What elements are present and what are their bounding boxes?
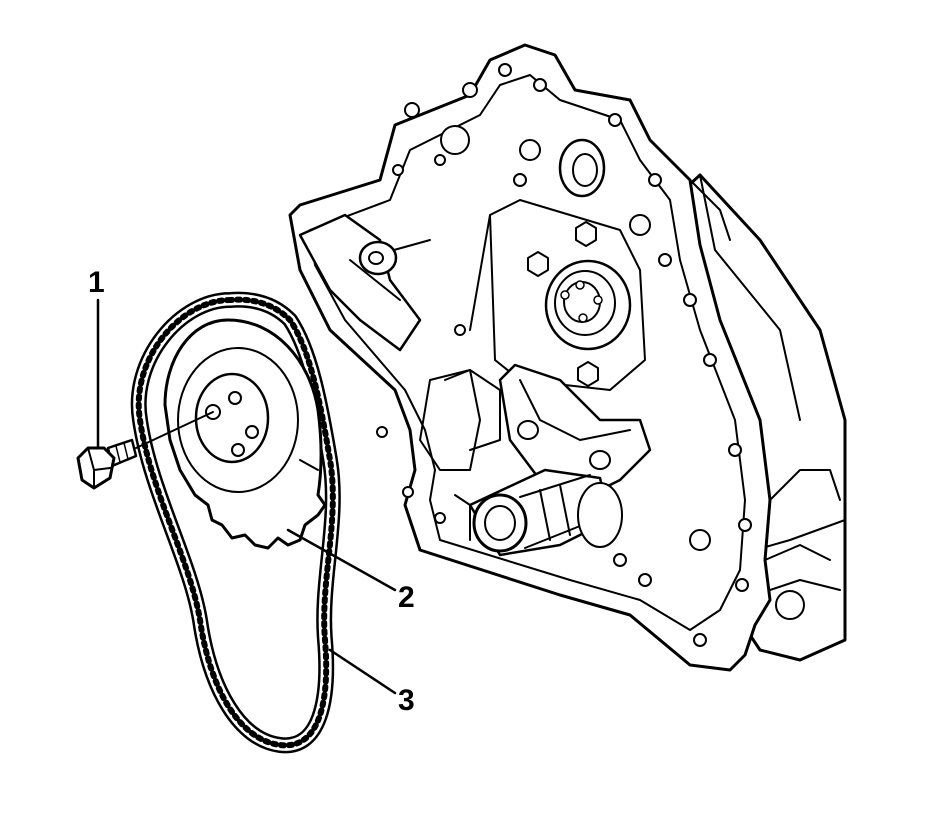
timing-chain bbox=[130, 291, 341, 754]
leader-line-3 bbox=[328, 648, 397, 695]
callout-label-3: 3 bbox=[398, 684, 415, 717]
engine-block bbox=[288, 43, 847, 672]
leader-line-2 bbox=[286, 528, 397, 592]
callout-label-2: 2 bbox=[398, 581, 415, 614]
bolt bbox=[76, 438, 138, 490]
leader-lines bbox=[96, 298, 397, 695]
bolt-alignment-line bbox=[135, 411, 214, 449]
camshaft-sprocket bbox=[163, 318, 327, 550]
callout-label-1: 1 bbox=[88, 266, 105, 299]
